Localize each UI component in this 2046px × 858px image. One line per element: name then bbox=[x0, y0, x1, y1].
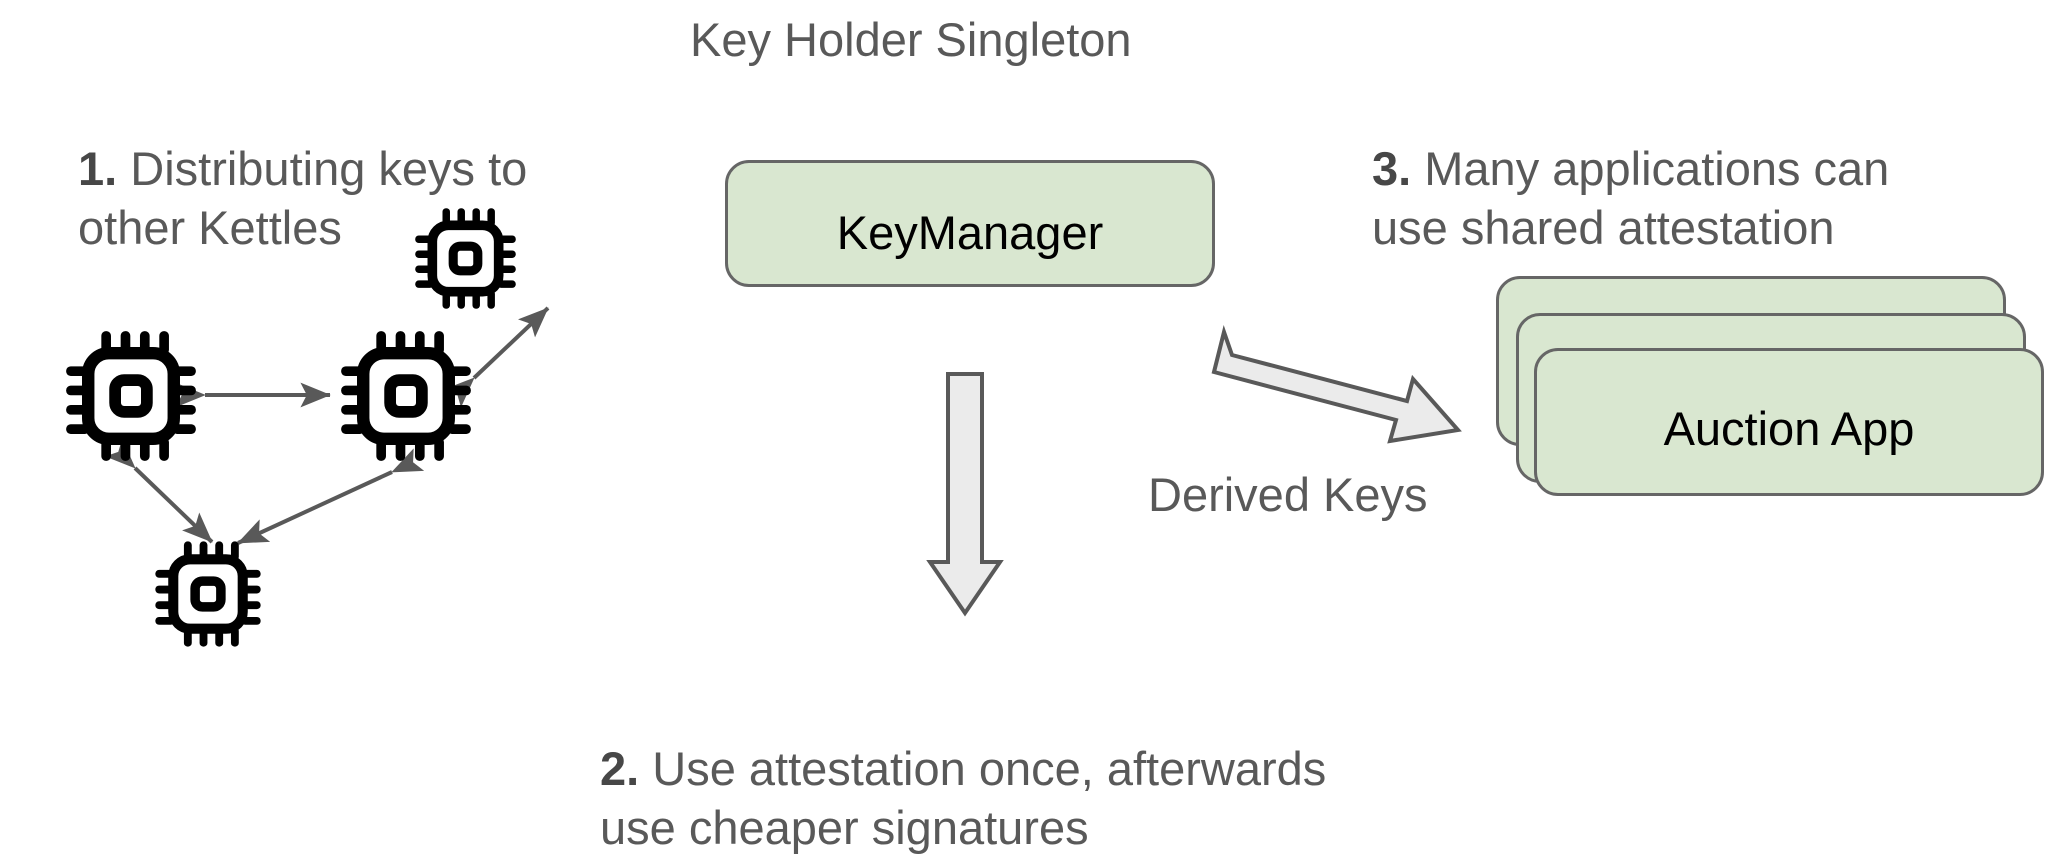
annotation-2: 2. Use attestation once, afterwards use … bbox=[600, 680, 1520, 858]
derived-keys-arrow bbox=[1211, 325, 1462, 444]
annotation-3: 3. Many applications can use shared atte… bbox=[1372, 80, 2032, 258]
kettle-4-cpu-chip-icon[interactable] bbox=[155, 541, 260, 646]
auction-app-label: Auction App bbox=[1663, 402, 1915, 455]
attestation-down-arrow bbox=[926, 372, 1004, 617]
key-holder-singleton-title: Key Holder Singleton bbox=[690, 13, 1132, 66]
kettle-link-2-4 bbox=[237, 448, 425, 545]
annotation-3-text: Many applications can use shared attesta… bbox=[1372, 142, 1890, 255]
key-manager-node[interactable]: KeyManager bbox=[725, 160, 1215, 287]
annotation-2-text: Use attestation once, afterwards use che… bbox=[600, 742, 1327, 855]
annotation-3-number: 3. bbox=[1372, 142, 1412, 196]
derived-keys-label: Derived Keys bbox=[1148, 468, 1428, 521]
annotation-1: 1. Distributing keys to other Kettles bbox=[78, 80, 638, 258]
kettle-link-arrows bbox=[105, 306, 550, 545]
key-manager-label: KeyManager bbox=[836, 206, 1104, 259]
kettle-2-cpu-chip-icon[interactable] bbox=[341, 331, 471, 461]
kettle-link-1-4 bbox=[105, 438, 214, 544]
annotation-1-number: 1. bbox=[78, 142, 118, 196]
kettle-1-cpu-chip-icon[interactable] bbox=[66, 331, 196, 461]
auction-app-node[interactable]: Auction App bbox=[1534, 348, 2044, 496]
annotation-1-text: Distributing keys to other Kettles bbox=[78, 142, 528, 255]
annotation-2-number: 2. bbox=[600, 742, 640, 796]
kettle-link-2-3 bbox=[443, 306, 550, 408]
